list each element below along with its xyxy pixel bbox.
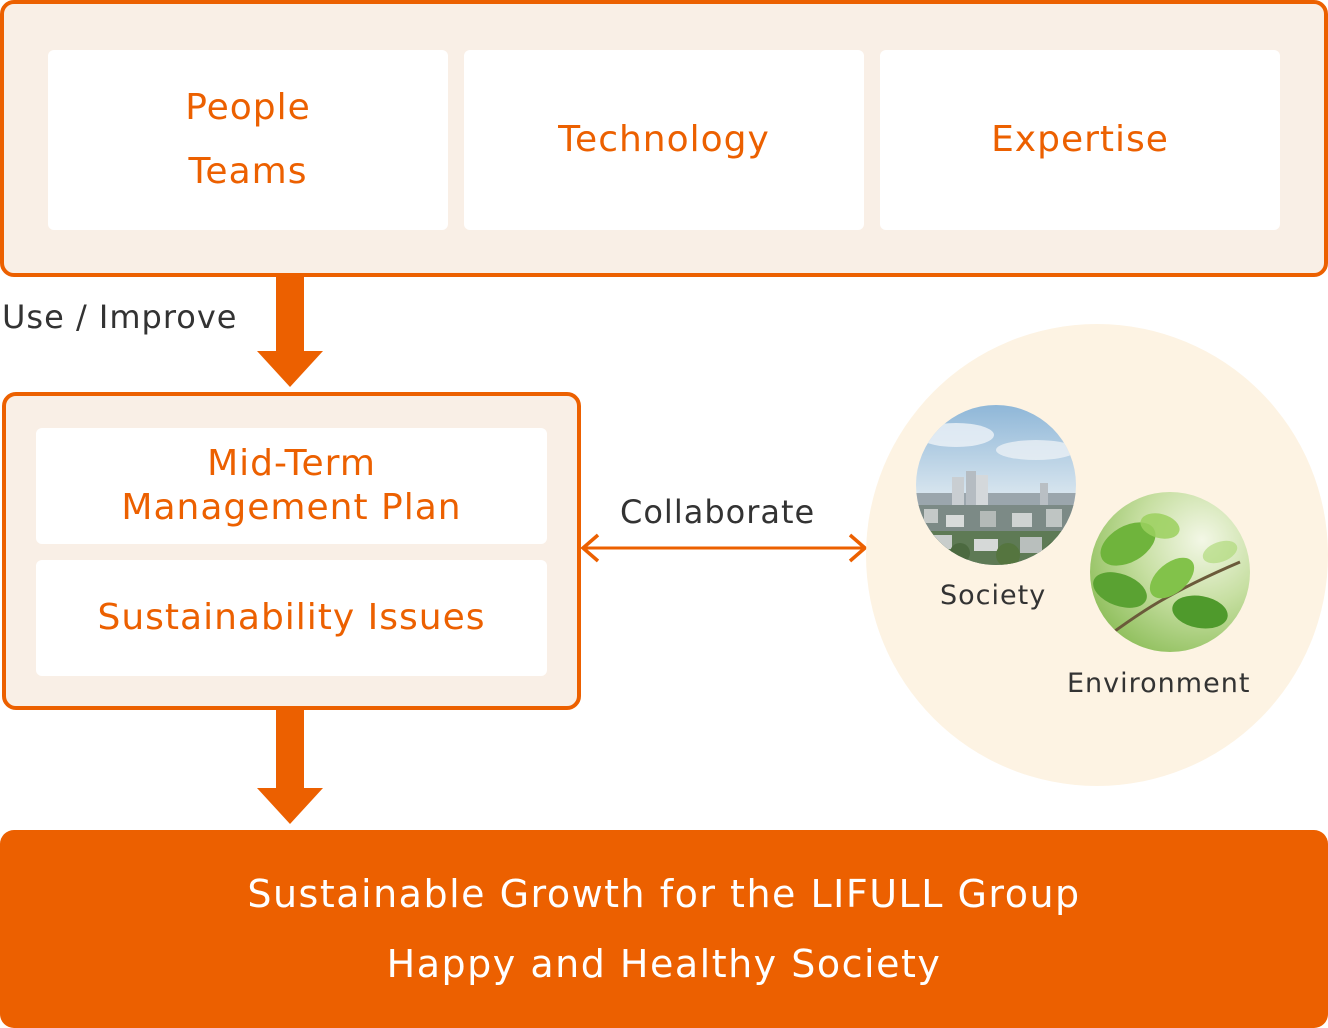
resource-card-people-teams: People Teams xyxy=(48,50,448,230)
down-arrow-icon xyxy=(257,710,323,824)
resource-teams-label: Teams xyxy=(188,151,308,192)
management-plan-label: Management Plan xyxy=(121,487,462,528)
mid-term-plan-card: Mid-Term Management Plan xyxy=(36,428,547,544)
society-label: Society xyxy=(940,580,1047,611)
resource-card-expertise: Expertise xyxy=(880,50,1280,230)
outcome-line-2: Happy and Healthy Society xyxy=(386,942,942,986)
outcome-banner: Sustainable Growth for the LIFULL Group … xyxy=(0,830,1328,1028)
mid-term-label: Mid-Term xyxy=(207,443,376,484)
sustainability-issues-card: Sustainability Issues xyxy=(36,560,547,676)
environment-label: Environment xyxy=(1067,668,1251,699)
resource-people-label: People xyxy=(185,87,311,128)
resource-card-technology: Technology xyxy=(464,50,864,230)
society-photo xyxy=(916,405,1076,565)
sustainability-issues-label: Sustainability Issues xyxy=(97,597,486,638)
resource-expertise-label: Expertise xyxy=(991,119,1169,160)
double-arrow-icon xyxy=(580,533,868,563)
down-arrow-icon xyxy=(257,277,323,387)
collaborate-label: Collaborate xyxy=(620,493,816,531)
resource-technology-label: Technology xyxy=(558,119,770,160)
environment-photo xyxy=(1090,492,1250,652)
outcome-line-1: Sustainable Growth for the LIFULL Group xyxy=(247,872,1081,916)
use-improve-label: Use / Improve xyxy=(2,298,238,336)
